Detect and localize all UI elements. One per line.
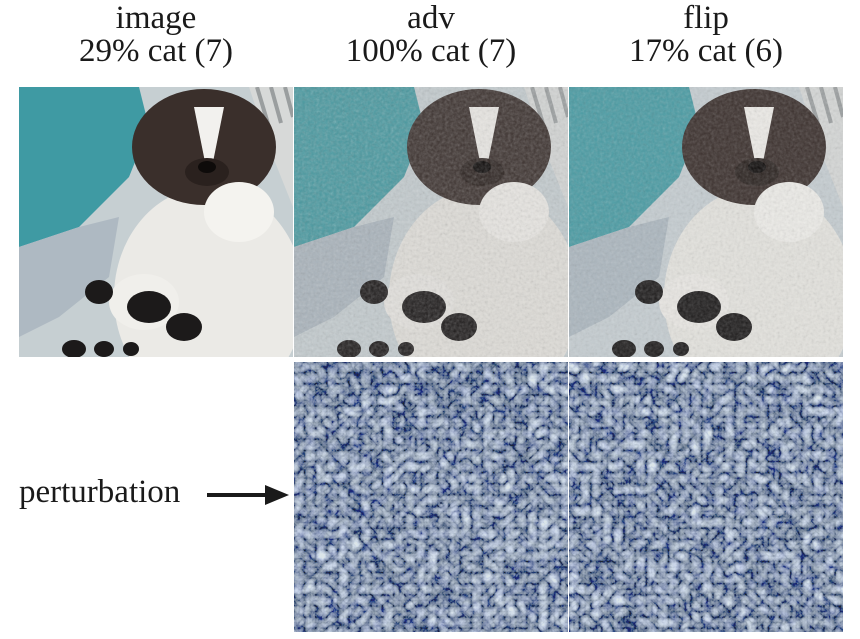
column-subtitle: 29% cat (7) <box>79 33 233 69</box>
right-arrow-icon <box>207 485 289 505</box>
column-subtitle: 100% cat (7) <box>345 33 517 69</box>
photo-adversarial <box>294 87 568 357</box>
column-title: image <box>115 0 197 36</box>
perturbation-flipped <box>569 362 843 632</box>
column-header-adv: adv 100% cat (7) <box>294 2 568 68</box>
perturbation-label: perturbation <box>19 474 181 510</box>
column-header-flip: flip 17% cat (6) <box>569 2 843 68</box>
perturbation-adversarial <box>294 362 568 632</box>
photo-original <box>19 87 293 357</box>
photo-flipped <box>569 87 843 357</box>
column-subtitle: 17% cat (6) <box>629 33 783 69</box>
column-header-image: image 29% cat (7) <box>19 2 293 68</box>
column-title: flip <box>683 0 729 36</box>
column-title: adv <box>407 0 455 36</box>
